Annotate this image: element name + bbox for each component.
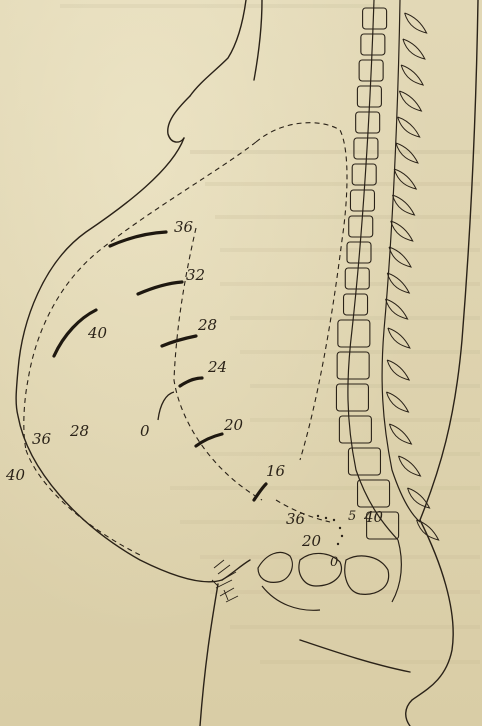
label-0-bottom: 0	[330, 555, 338, 570]
label-40-outer: 40	[5, 466, 26, 484]
mark-24	[180, 378, 202, 386]
label-40-bottom: 40	[363, 508, 384, 526]
vertebra	[337, 352, 369, 379]
spinous-process	[388, 328, 410, 348]
vertebra	[350, 190, 374, 211]
vertebra	[354, 138, 378, 159]
label-0-mid: 0	[140, 422, 150, 440]
spinous-processes	[386, 13, 439, 540]
vertebra	[358, 480, 390, 507]
fundus-marks	[54, 232, 266, 500]
abdomen-front-outline	[16, 138, 222, 582]
spinous-process	[389, 424, 411, 444]
label-32: 32	[186, 266, 205, 284]
label-28: 28	[197, 316, 217, 334]
body-outline	[16, 0, 478, 726]
perineum-line	[262, 586, 320, 610]
label-16: 16	[266, 462, 286, 480]
neck-front-line	[190, 0, 246, 96]
spinous-process	[398, 456, 420, 476]
uterus-dashed-outline	[256, 123, 347, 460]
spinous-process	[387, 360, 409, 380]
label-24: 24	[207, 358, 227, 376]
mark-20	[196, 434, 222, 446]
thigh-back-line	[300, 640, 410, 672]
outer-dashed-contour	[26, 450, 140, 555]
spinous-process	[399, 91, 421, 111]
label-28-left: 28	[69, 422, 89, 440]
back-outline	[420, 0, 478, 520]
label-20-bottom: 20	[301, 532, 322, 550]
spinous-process	[392, 195, 414, 215]
mark-32	[138, 282, 182, 294]
spinous-process	[401, 65, 423, 85]
spinous-process	[391, 221, 413, 241]
spinous-process	[398, 117, 420, 137]
vertebra	[363, 8, 387, 29]
label-40-inner: 40	[87, 324, 108, 342]
label-5-bottom: 5	[348, 509, 356, 524]
vertebra	[352, 164, 376, 185]
vertebra	[338, 320, 370, 347]
spinous-process	[405, 13, 427, 33]
pelvic-organs	[258, 540, 401, 610]
spinous-process	[386, 392, 408, 412]
lower-belly-outline	[222, 560, 250, 580]
buttock-outline	[406, 520, 453, 726]
spinous-process	[403, 39, 425, 59]
spine	[336, 0, 438, 540]
label-36-bottom: 36	[286, 510, 306, 528]
early-uterus-contour	[158, 392, 174, 420]
breast-outline	[168, 96, 190, 142]
spinal-canal-back	[382, 0, 420, 522]
label-36: 36	[174, 218, 194, 236]
label-20: 20	[223, 416, 244, 434]
thigh-front-line	[200, 584, 218, 726]
label-36-outer: 36	[32, 430, 52, 448]
inner-dashed-contour	[24, 142, 256, 450]
vertebra	[336, 384, 368, 411]
neck-back-line	[254, 0, 262, 80]
rectum-outline	[345, 556, 389, 594]
mark-28	[162, 336, 196, 346]
mark-36	[110, 232, 166, 246]
